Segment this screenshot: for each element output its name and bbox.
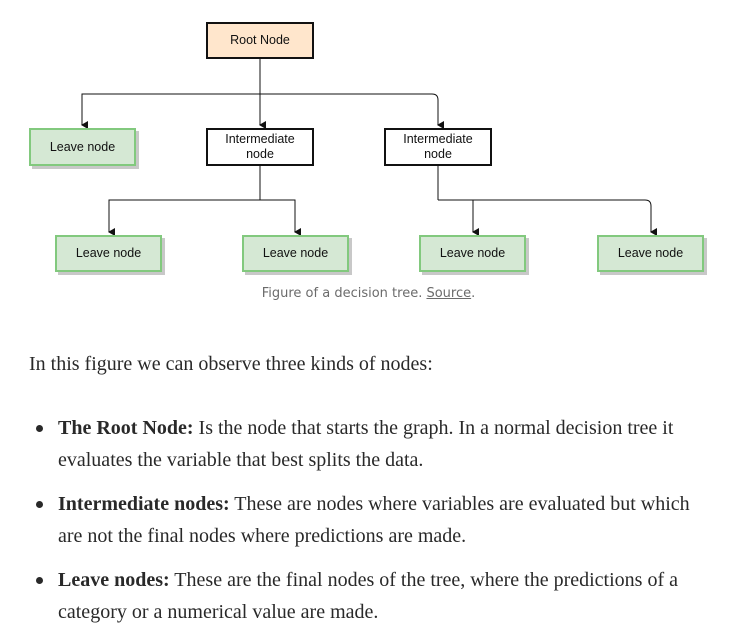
bullet-dot — [36, 425, 43, 432]
list-item-term: Intermediate nodes: — [58, 493, 230, 515]
intermediate-node-left: Intermediate node — [206, 128, 314, 166]
root-node: Root Node — [206, 22, 314, 59]
leaf-node-2-label: Leave node — [262, 246, 329, 260]
tree-connectors — [81, 58, 657, 236]
intermediate-node-right: Intermediate node — [384, 128, 492, 166]
intermediate-node-left-label: Intermediate node — [225, 132, 295, 161]
leaf-node-top-label: Leave node — [49, 139, 116, 154]
intermediate-node-right-label: Intermediate node — [403, 132, 473, 161]
node-types-list: The Root Node: Is the node that starts t… — [0, 412, 737, 640]
leaf-node-2: Leave node — [242, 235, 349, 272]
list-item-intermediate-nodes: Intermediate nodes: These are nodes wher… — [0, 488, 737, 552]
edge-root-leaf — [81, 93, 260, 129]
figure-caption: Figure of a decision tree. Source. — [0, 286, 737, 301]
leaf-node-4: Leave node — [597, 235, 704, 272]
caption-source-link[interactable]: Source — [426, 286, 472, 301]
edge-intermediate-left-leaf-1 — [108, 199, 260, 236]
caption-end: . — [471, 286, 476, 301]
leaf-node-3: Leave node — [419, 235, 526, 272]
caption-text: Figure of a decision tree. — [261, 286, 427, 301]
leaf-node-top: Leave node — [29, 128, 136, 166]
leaf-node-1-label: Leave node — [75, 246, 142, 260]
edge-root-intermediate-right — [260, 93, 444, 129]
root-node-label: Root Node — [230, 33, 290, 47]
list-item-term: Leave nodes: — [58, 569, 170, 591]
bullet-dot — [36, 577, 43, 584]
list-item-text: Is the node that starts the graph. In a … — [58, 417, 674, 471]
intro-paragraph: In this figure we can observe three kind… — [29, 353, 433, 375]
decision-tree-diagram: Root Node Leave node Intermediate node I… — [0, 0, 737, 285]
edge-intermediate-left-leaf-2 — [260, 199, 301, 236]
edge-intermediate-right-leaf-4 — [438, 199, 657, 236]
list-item-root-node: The Root Node: Is the node that starts t… — [0, 412, 737, 476]
list-item-text: These are the final nodes of the tree, w… — [58, 569, 678, 623]
bullet-dot — [36, 501, 43, 508]
leaf-node-1: Leave node — [55, 235, 162, 272]
list-item-term: The Root Node: — [58, 417, 194, 439]
edge-intermediate-right-leaf-3 — [438, 199, 479, 236]
list-item-leave-nodes: Leave nodes: These are the final nodes o… — [0, 564, 737, 628]
leaf-node-3-label: Leave node — [439, 246, 506, 260]
leaf-node-4-label: Leave node — [617, 246, 684, 260]
list-item-text: These are nodes where variables are eval… — [58, 493, 690, 547]
